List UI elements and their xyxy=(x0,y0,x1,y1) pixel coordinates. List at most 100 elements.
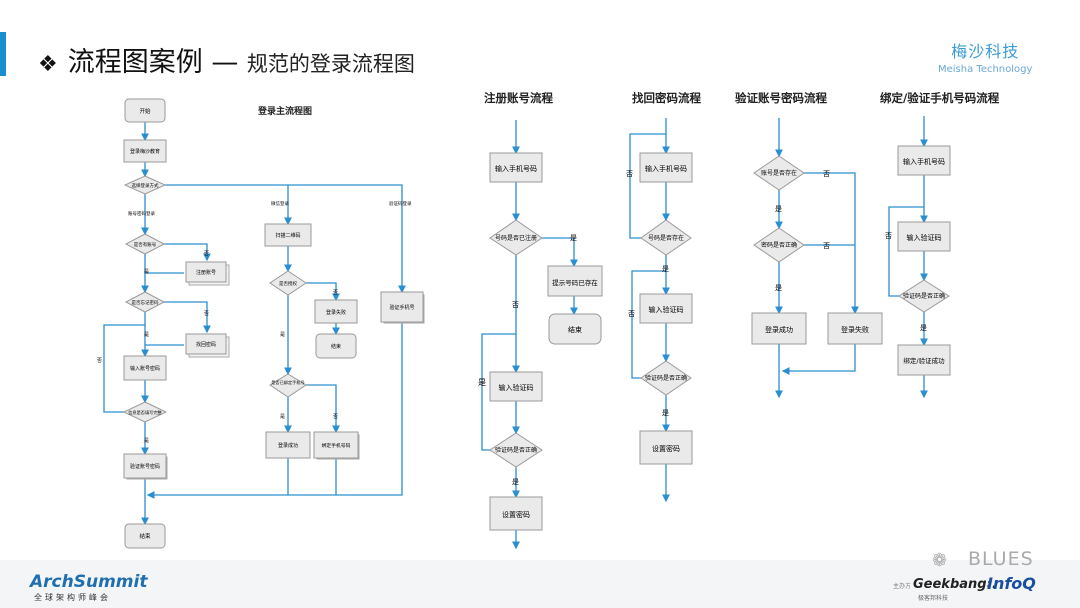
main-login-node xyxy=(123,139,167,163)
label-yes-4: 是 xyxy=(280,332,285,338)
register-flow-title: 注册账号流程 xyxy=(484,91,553,105)
reg-input-code-text: 输入验证码 xyxy=(499,383,534,392)
main-input-pwd-text: 输入账号密码 xyxy=(130,365,160,372)
main-pwd-check-text: 信息是否填写完整 xyxy=(128,409,162,416)
main-input-pwd-node xyxy=(123,355,167,381)
main-scan-node xyxy=(264,223,312,247)
ver-success-node xyxy=(751,312,807,345)
main-bind-phone-node xyxy=(313,431,359,459)
bind-ok-text: 绑定/验证成功 xyxy=(903,356,945,365)
main-forgot-diamond xyxy=(124,291,166,313)
reg-input-phone-text: 输入手机号码 xyxy=(495,164,537,173)
main-verify-phone-node xyxy=(380,291,424,323)
page-title: ❖ 流程图案例 — 规范的登录流程图 xyxy=(38,40,415,79)
reg-input-code-node xyxy=(489,371,543,402)
main-verify-pwd-node xyxy=(123,453,167,479)
diamond-bullet-icon: ❖ xyxy=(38,52,58,77)
reg-set-pwd-node xyxy=(489,496,543,531)
reg-end-text: 结束 xyxy=(568,325,582,334)
bind-label-yes: 是 xyxy=(920,324,927,332)
title-dash: — xyxy=(211,47,239,78)
main-login-ok-node xyxy=(265,431,311,459)
ver-account-exists-text: 账号是否存在 xyxy=(761,169,797,177)
ver-pwd-ok-diamond xyxy=(753,227,805,263)
ret-input-code-node xyxy=(639,293,693,324)
ver-label-no-1: 否 xyxy=(823,170,830,178)
label-no-3: 否 xyxy=(97,358,102,364)
ver-fail-node xyxy=(827,312,883,345)
main-end2-text: 结束 xyxy=(331,343,341,350)
label-yes-5: 是 xyxy=(280,414,285,420)
main-flow-title: 登录主流程图 xyxy=(258,107,313,117)
flowchart-canvas: 开始 登录梅沙教育 选择登录方式 账号密码登录 微信登录 验证码登录 是否有账号… xyxy=(97,98,951,550)
archsummit-subtitle: 全球架构师峰会 xyxy=(34,593,111,602)
main-login-fail-text: 登录失败 xyxy=(326,309,346,316)
label-yes-3: 是 xyxy=(144,438,149,444)
bind-label-no: 否 xyxy=(885,232,892,240)
ver-fail-text: 登录失败 xyxy=(841,325,869,334)
ret-exists-text: 号码是否存在 xyxy=(648,234,684,242)
reg-registered-diamond xyxy=(489,219,543,256)
geekbang-subtitle: 极客邦科技 xyxy=(918,595,949,602)
register-flow-nodes: 输入手机号码 号码是否已注册 是 否 提示号码已存在 结束 输入验证码 是 验证… xyxy=(478,152,603,531)
bind-input-phone-node xyxy=(897,145,951,176)
reg-label-no-1: 否 xyxy=(512,301,519,309)
logo-name-en: Meisha Technology xyxy=(938,64,1033,75)
retrieve-flow-nodes: 输入手机号码 否 号码是否存在 是 输入验证码 否 验证码是否正确 是 设置密码 xyxy=(626,152,693,465)
ret-label-no-2: 否 xyxy=(628,310,635,318)
main-forgot-text: 是否忘记密码 xyxy=(132,299,159,306)
reg-exists-node xyxy=(547,265,603,297)
reg-code-ok-text: 验证码是否正确 xyxy=(495,446,537,454)
ret-code-ok-diamond xyxy=(640,360,692,396)
main-has-account-text: 是否有账号 xyxy=(134,241,157,248)
title-main: 流程图案例 xyxy=(67,47,203,78)
main-login-fail-node xyxy=(314,299,358,324)
main-choose-diamond xyxy=(123,175,167,195)
title-sub: 规范的登录流程图 xyxy=(246,52,415,76)
ret-input-code-text: 输入验证码 xyxy=(649,305,684,314)
main-retrieve-text: 找回密码 xyxy=(196,341,216,348)
main-authorized-text: 是否授权 xyxy=(279,280,297,287)
logo-name: 梅沙科技 xyxy=(951,42,1020,61)
footer-bar xyxy=(0,560,1080,608)
bind-flow-title: 绑定/验证手机号码流程 xyxy=(880,91,1000,105)
label-by-account: 账号密码登录 xyxy=(128,210,155,217)
label-yes-2: 是 xyxy=(144,332,149,338)
ver-account-exists-diamond xyxy=(753,155,805,191)
main-start-node xyxy=(124,98,166,123)
reg-exists-text: 提示号码已存在 xyxy=(552,278,598,287)
bind-input-code-text: 输入验证码 xyxy=(907,233,942,242)
company-logo: 梅沙科技 Meisha Technology xyxy=(938,38,1032,75)
main-bound-text: 是否已绑定手机号 xyxy=(271,379,305,386)
main-flow-nodes: 开始 登录梅沙教育 选择登录方式 账号密码登录 微信登录 验证码登录 是否有账号… xyxy=(97,98,425,549)
main-authorized-diamond xyxy=(269,270,307,296)
main-login-ok-text: 登录成功 xyxy=(278,442,298,449)
connectors xyxy=(103,116,928,550)
host-label: 主办方 xyxy=(893,583,912,590)
reg-label-yes-2: 是 xyxy=(478,378,486,387)
label-by-wechat: 微信登录 xyxy=(271,200,289,207)
ver-pwd-ok-text: 密码是否正确 xyxy=(761,241,797,249)
reg-input-phone-node xyxy=(489,152,543,183)
main-bound-diamond xyxy=(269,373,307,398)
main-end-text: 结束 xyxy=(139,532,151,540)
ver-label-no-2: 否 xyxy=(823,242,830,250)
accent-bar xyxy=(0,32,6,76)
reg-label-no-2: 是 xyxy=(512,478,519,486)
ret-set-pwd-node xyxy=(639,430,693,465)
verify-flow-nodes: 账号是否存在 否 是 密码是否正确 否 是 登录成功 登录失败 xyxy=(751,155,883,345)
bind-flow-nodes: 输入手机号码 输入验证码 否 验证码是否正确 是 绑定/验证成功 xyxy=(885,145,951,376)
main-register-text: 注册账号 xyxy=(196,269,216,276)
ret-input-phone-text: 输入手机号码 xyxy=(645,164,687,173)
reg-end-node xyxy=(548,313,602,345)
bind-code-ok-text: 验证码是否正确 xyxy=(903,292,945,300)
main-bind-phone-text: 绑定手机号码 xyxy=(322,442,351,449)
ret-label-yes-2: 是 xyxy=(662,409,669,417)
label-by-phone: 验证码登录 xyxy=(389,200,412,207)
bind-input-code-node xyxy=(897,221,951,252)
reg-registered-text: 号码是否已注册 xyxy=(495,234,537,242)
ver-success-text: 登录成功 xyxy=(765,325,793,334)
bind-code-ok-diamond xyxy=(898,279,950,313)
ret-label-yes-1: 是 xyxy=(662,265,669,273)
ret-set-pwd-text: 设置密码 xyxy=(652,444,680,453)
